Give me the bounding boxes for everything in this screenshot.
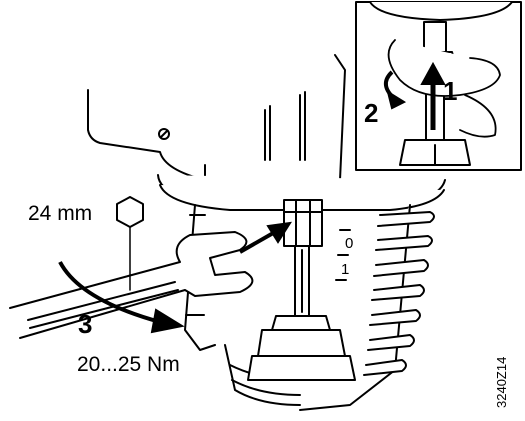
- scale-tick-0: 0: [345, 235, 354, 252]
- valve-stem-assembly: [247, 199, 356, 381]
- yoke-flange: [157, 174, 446, 211]
- scale-tick-1: 1: [341, 261, 350, 278]
- drawing-code-label: 3240Z14: [494, 356, 509, 408]
- actuator-housing: [87, 54, 346, 181]
- detail-inset: [355, 1, 522, 171]
- stroke-scale: [335, 229, 351, 281]
- step-3-label: 3: [78, 309, 93, 339]
- open-end-wrench: [9, 231, 254, 339]
- push-arrow: [239, 221, 292, 254]
- step-2-label: 2: [364, 98, 379, 128]
- hex-size-icon: [116, 196, 144, 291]
- step-1-label: 1: [443, 76, 458, 106]
- inset-rotate-arrow-2: [384, 70, 407, 110]
- wrench-size-label: 24 mm: [28, 202, 93, 225]
- torque-label: 20...25 Nm: [77, 353, 180, 376]
- rotate-arrow-3: [58, 261, 185, 334]
- inset-arrow-1: [420, 61, 446, 130]
